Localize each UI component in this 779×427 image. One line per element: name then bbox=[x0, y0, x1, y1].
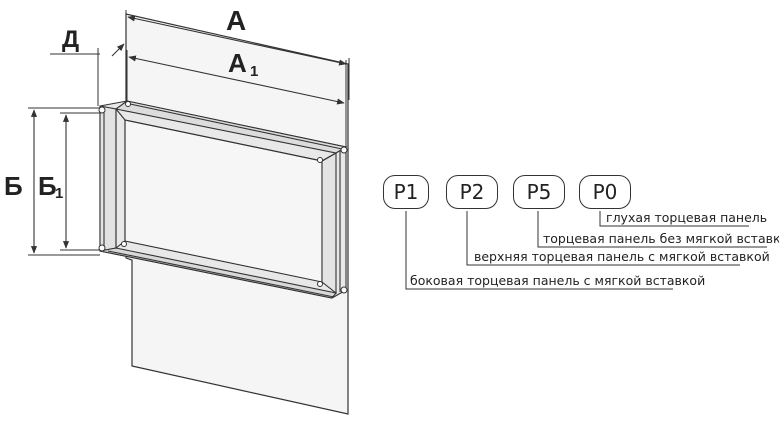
code-box-p0: P0 bbox=[579, 175, 631, 209]
leader-p1 bbox=[405, 211, 673, 290]
dim-label-b1-sub: 1 bbox=[55, 185, 63, 202]
code-box-p1: P1 bbox=[383, 175, 429, 209]
flange-frame bbox=[99, 100, 348, 299]
dimension-lines bbox=[30, 15, 347, 254]
bolt-top-left-inner bbox=[125, 101, 131, 107]
dim-label-b1: Б bbox=[38, 171, 57, 201]
code-p1-label: P1 bbox=[393, 180, 419, 204]
dim-label-a1-sub: 1 bbox=[250, 63, 258, 80]
code-p5-label: P5 bbox=[526, 180, 552, 204]
leader-p0 bbox=[599, 211, 749, 227]
bolt-bottom-left bbox=[98, 244, 106, 252]
dim-label-d: Д bbox=[62, 26, 79, 53]
dim-label-b: Б bbox=[4, 171, 23, 201]
dim-label-a1: А bbox=[228, 48, 247, 78]
desc-p1: боковая торцевая панель с мягкой вставко… bbox=[410, 273, 706, 288]
desc-p0: глухая торцевая панель bbox=[606, 210, 768, 225]
leader-p2 bbox=[466, 211, 740, 266]
code-box-p5: P5 bbox=[513, 175, 565, 209]
bolt-bottom-left-inner bbox=[121, 241, 127, 247]
bolt-bottom-right bbox=[340, 286, 348, 294]
dim-label-a: А bbox=[226, 5, 246, 36]
bolt-bottom-right-inner bbox=[317, 281, 323, 287]
code-p2-label: P2 bbox=[459, 180, 485, 204]
desc-p5: торцевая панель без мягкой вставки bbox=[543, 231, 779, 246]
corner-bolts bbox=[98, 101, 348, 294]
dim-line-d bbox=[111, 43, 125, 57]
code-p0-label: P0 bbox=[592, 180, 618, 204]
extension-lines bbox=[28, 10, 350, 256]
bolt-top-right bbox=[340, 146, 348, 154]
code-box-p2: P2 bbox=[446, 175, 498, 209]
leader-lines bbox=[405, 211, 767, 290]
leader-p5 bbox=[537, 211, 767, 248]
desc-p2: верхняя торцевая панель с мягкой вставко… bbox=[474, 249, 770, 264]
bolt-right-mid bbox=[317, 157, 323, 163]
bolt-top-left bbox=[98, 106, 106, 114]
dim-line-a1 bbox=[128, 55, 345, 105]
